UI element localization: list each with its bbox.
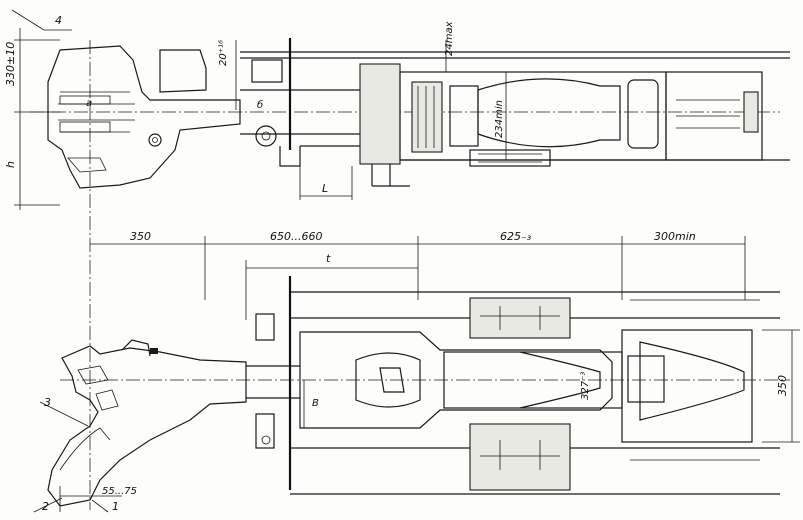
leader-4 [11,9,45,31]
leader-3 [39,401,89,427]
spring-pack [477,78,621,148]
dim-327: 327⁻³ [580,372,591,400]
carrier-bracket [279,146,301,167]
mark-a: a [86,98,92,109]
dim-t: t [326,252,331,265]
callout-3: 3 [44,396,51,409]
rear-plate [627,79,659,149]
dim-B: B [312,398,319,409]
draft-key-lower [469,423,571,491]
striker-block [251,59,283,83]
upper-carrier [255,313,275,341]
callout-2: 2 [42,500,49,513]
dim-300min: 300min [654,230,696,243]
dim-330: 330±10 [4,42,17,86]
draft-key [469,149,551,167]
draft-key-upper [469,297,571,339]
dim-234min: 234min [494,100,505,138]
rear-stop-side [621,329,753,443]
yoke [299,331,613,429]
dim-650-660: 650...660 [270,230,322,243]
dim-24max: 24max [444,21,455,56]
coupler-head-top [47,45,241,189]
coupler-lug [159,49,207,93]
lower-carrier [255,413,275,449]
pin-top [148,133,162,147]
leader-2 [33,497,63,513]
callout-1: 1 [112,500,119,513]
dim-L: L [322,182,328,195]
callout-4: 4 [55,14,62,27]
dim-350-left: 350 [130,230,151,243]
bottom-view: 350 650...660 625₋₃ 300min t B [33,230,800,513]
front-follower [359,63,401,165]
gear-rear-block [627,355,665,403]
knuckle-lock [121,339,151,357]
dim-55-75: 55...75 [102,486,137,497]
dim-20: 20⁺¹⁶ [218,40,229,66]
top-view: 4 330±10 h a 20⁺¹⁶ б [4,9,790,510]
mark-b: б [257,99,263,111]
dim-h: h [4,161,17,168]
leader-1 [91,499,109,513]
pivot-ring [255,125,277,147]
dim-350-right: 350 [776,375,789,396]
dim-625: 625₋₃ [500,230,532,243]
rear-spring [639,341,745,421]
friction-wedge [411,81,443,153]
yoke-slot [355,352,421,408]
rear-stop [665,71,763,161]
